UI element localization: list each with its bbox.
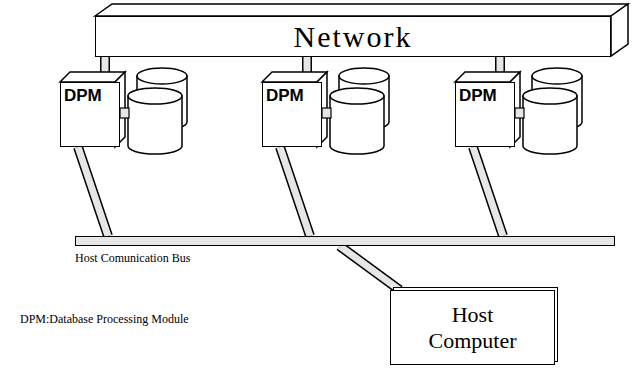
pipe-stroke: [280, 147, 310, 236]
pipe-stroke: [280, 147, 310, 236]
node-label: Network: [294, 20, 413, 54]
node-label: DPM: [266, 87, 321, 106]
pipe-stroke: [473, 147, 503, 236]
node-label: Host Comunication Bus: [75, 251, 615, 266]
node-label: Host Computer: [417, 302, 529, 353]
dpm-disk-unit: [455, 68, 582, 154]
dpm-box: DPM: [262, 82, 322, 147]
network-side-face: [611, 4, 628, 56]
bus-pipe: [473, 147, 503, 236]
pipe-stroke: [340, 246, 400, 290]
bus-pipe: [340, 246, 400, 290]
pipe-stroke: [473, 147, 503, 236]
dpm-box: DPM: [60, 82, 120, 147]
host-box: Host Computer: [390, 290, 555, 365]
legend-note: DPM:Database Processing Module: [20, 312, 189, 327]
network-top-face: [95, 4, 628, 16]
pipe-stroke: [78, 147, 108, 236]
pipe-stroke: [340, 246, 400, 290]
dpm-disk-unit: [262, 68, 389, 154]
bus-pipe: [280, 147, 310, 236]
network-box: Network: [95, 16, 611, 57]
dpm-disk-unit: [60, 68, 187, 154]
bus-pipe: [78, 147, 108, 236]
bus-bar: [75, 236, 615, 246]
node-label: DPM: [64, 87, 119, 106]
bus-band: Host Comunication Bus: [75, 236, 615, 266]
pipe-stroke: [78, 147, 108, 236]
node-label: DPM: [459, 87, 514, 106]
dpm-box: DPM: [455, 82, 515, 147]
